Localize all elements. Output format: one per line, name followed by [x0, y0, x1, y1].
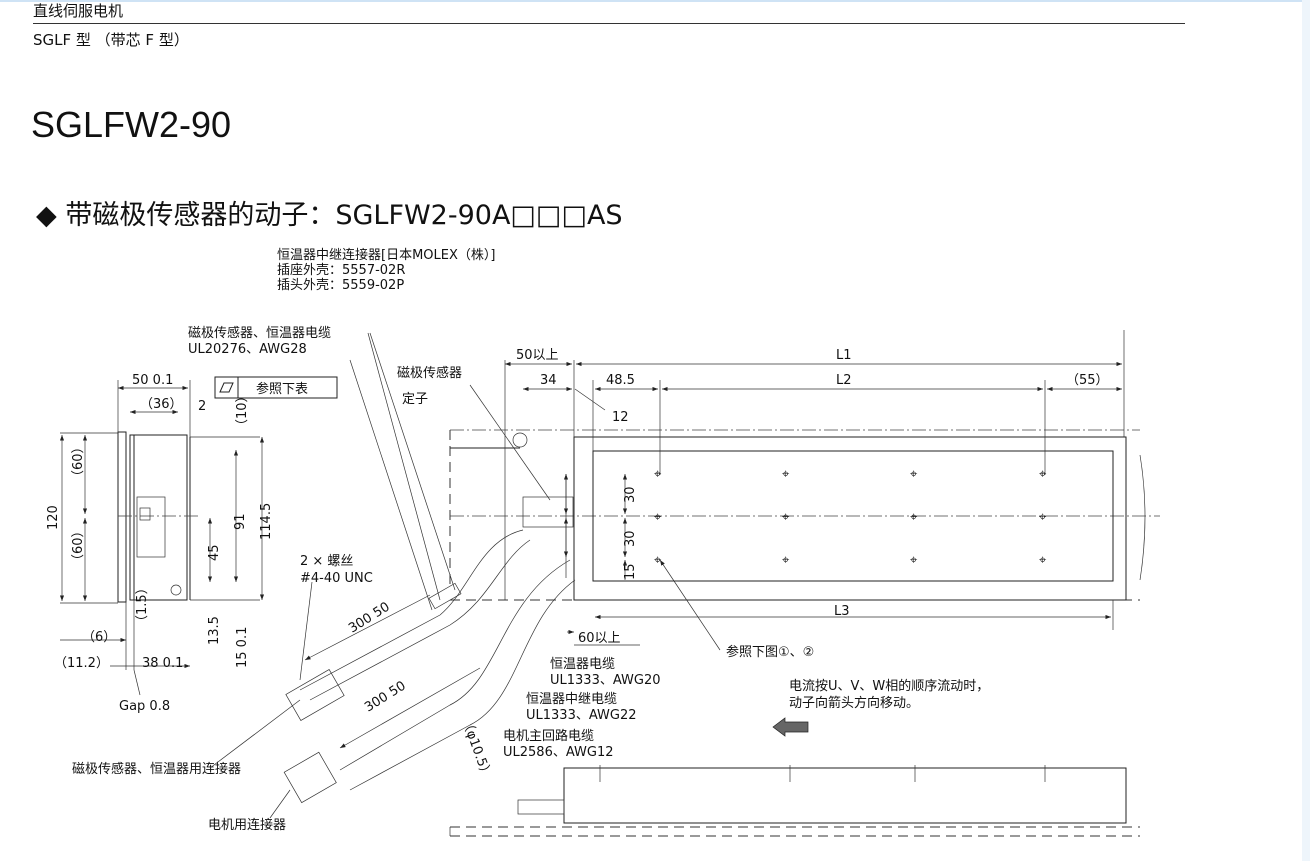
svg-text:⌖: ⌖ — [910, 553, 918, 568]
svg-text:UL20276、AWG28: UL20276、AWG28 — [188, 342, 307, 357]
svg-text:L3: L3 — [834, 604, 850, 619]
svg-text:L2: L2 — [836, 373, 852, 388]
sensor-connector-label: 磁极传感器、恒温器用连接器 — [72, 761, 241, 777]
svg-text:插头外壳：5559-02P: 插头外壳：5559-02P — [277, 278, 404, 293]
svg-text:（36）: （36） — [140, 397, 183, 412]
top-border — [0, 0, 1310, 2]
relay-connector — [428, 582, 462, 610]
svg-text:恒温器中继连接器[日本MOLEX（株）]: 恒温器中继连接器[日本MOLEX（株）] — [277, 247, 495, 263]
svg-text:动子向箭头方向移动。: 动子向箭头方向移动。 — [789, 695, 919, 711]
header-series: SGLF 型 （带芯 F 型） — [33, 31, 189, 49]
svg-text:30: 30 — [623, 486, 638, 503]
svg-text:UL2586、AWG12: UL2586、AWG12 — [503, 745, 614, 760]
thermo-relay-cable-callout: 恒温器中继电缆 UL1333、AWG22 — [526, 691, 637, 723]
svg-text:UL1333、AWG20: UL1333、AWG20 — [550, 673, 661, 688]
direction-arrow-icon — [772, 717, 809, 737]
section-title: ◆ 带磁极传感器的动子：SGLFW2-90A□□□AS — [36, 200, 623, 231]
svg-text:（60）: （60） — [71, 440, 86, 483]
see-figure-label: 参照下图①、② — [726, 644, 814, 660]
svg-text:60以上: 60以上 — [578, 631, 621, 646]
screws-callout: 2 × 螺丝 #4-40 UNC — [300, 554, 373, 586]
pole-sensor-label: 磁极传感器 — [397, 365, 462, 381]
svg-text:电机主回路电缆: 电机主回路电缆 — [503, 728, 594, 744]
svg-text:34: 34 — [540, 373, 557, 388]
relay-connector-callout: 恒温器中继连接器[日本MOLEX（株）] 插座外壳：5557-02R 插头外壳：… — [277, 247, 495, 293]
right-border — [1302, 0, 1310, 861]
motor-connector-label: 电机用连接器 — [208, 817, 286, 833]
svg-text:2: 2 — [198, 399, 206, 414]
header-rule — [33, 23, 1185, 24]
svg-text:12: 12 — [612, 410, 629, 425]
top-view: ⌖ ⌖ ⌖ ⌖ ⌖ ⌖ ⌖ ⌖ ⌖ ⌖ ⌖ ⌖ — [449, 330, 1160, 651]
svg-text:2 × 螺丝: 2 × 螺丝 — [300, 554, 353, 569]
svg-text:⌖: ⌖ — [782, 553, 790, 568]
side-view-dimensions: 50 0.1 （36） 2 （10） 120 （60） （60） 91 114.… — [46, 373, 274, 671]
svg-text:⌖: ⌖ — [910, 510, 918, 525]
cables — [133, 332, 576, 819]
stator-label: 定子 — [402, 392, 428, 407]
side-view — [59, 380, 265, 670]
svg-text:⌖: ⌖ — [654, 467, 662, 482]
motor-connector — [283, 751, 337, 804]
svg-text:恒温器电缆: 恒温器电缆 — [550, 656, 615, 672]
svg-text:50以上: 50以上 — [516, 348, 559, 363]
header-category: 直线伺服电机 — [33, 2, 124, 20]
svg-text:恒温器中继电缆: 恒温器中继电缆 — [526, 691, 617, 707]
svg-text:⌖: ⌖ — [782, 510, 790, 525]
svg-text:（60）: （60） — [71, 524, 86, 567]
svg-text:（6）: （6） — [82, 630, 116, 645]
svg-text:（1.5）: （1.5） — [135, 581, 150, 628]
top-view-dimensions: 50以上 34 48.5 12 L1 L2 （55） L3 30 30 15 6… — [516, 348, 1109, 646]
mounting-holes: ⌖ ⌖ ⌖ ⌖ ⌖ ⌖ ⌖ ⌖ ⌖ ⌖ ⌖ ⌖ — [654, 467, 1047, 568]
svg-text:48.5: 48.5 — [606, 373, 635, 388]
svg-text:114.5: 114.5 — [259, 503, 274, 540]
svg-text:⌖: ⌖ — [910, 467, 918, 482]
svg-text:⌖: ⌖ — [654, 553, 662, 568]
sensor-cable-callout: 磁极传感器、恒温器电缆 UL20276、AWG28 — [188, 325, 331, 357]
svg-text:300 50: 300 50 — [362, 679, 409, 716]
svg-text:38 0.1: 38 0.1 — [142, 656, 183, 671]
svg-text:15: 15 — [623, 563, 638, 580]
svg-text:30: 30 — [623, 530, 638, 547]
main-cable-callout: 电机主回路电缆 UL2586、AWG12 — [503, 728, 614, 760]
svg-text:UL1333、AWG22: UL1333、AWG22 — [526, 708, 637, 723]
svg-text:120: 120 — [46, 505, 61, 530]
svg-text:13.5: 13.5 — [207, 616, 222, 645]
cable-dimensions: 300 50 300 50 （φ10.5） — [346, 600, 494, 782]
flatness-icon — [219, 382, 234, 393]
svg-text:（11.2）: （11.2） — [54, 656, 109, 671]
svg-text:⌖: ⌖ — [1039, 467, 1047, 482]
sensor-connector — [285, 669, 345, 721]
svg-text:#4-40 UNC: #4-40 UNC — [300, 571, 373, 586]
svg-text:L1: L1 — [836, 348, 852, 363]
direction-note: 电流按U、V、W相的顺序流动时， 动子向箭头方向移动。 — [789, 678, 989, 711]
svg-text:（55）: （55） — [1066, 373, 1109, 388]
svg-text:15 0.1: 15 0.1 — [235, 627, 250, 668]
svg-text:（φ10.5）: （φ10.5） — [458, 716, 494, 781]
svg-text:磁极传感器、恒温器电缆: 磁极传感器、恒温器电缆 — [188, 325, 331, 341]
svg-text:插座外壳：5557-02R: 插座外壳：5557-02R — [277, 263, 405, 278]
svg-text:⌖: ⌖ — [1039, 510, 1047, 525]
model-title: SGLFW2-90 — [31, 104, 232, 145]
svg-text:45: 45 — [207, 544, 222, 561]
thermo-cable-callout: 恒温器电缆 UL1333、AWG20 — [550, 656, 661, 688]
svg-text:⌖: ⌖ — [654, 510, 662, 525]
svg-text:91: 91 — [233, 513, 248, 530]
svg-text:⌖: ⌖ — [782, 467, 790, 482]
svg-text:50 0.1: 50 0.1 — [132, 373, 173, 388]
svg-text:（10）: （10） — [235, 389, 250, 432]
flatness-box: 参照下表 — [214, 376, 338, 399]
svg-text:电流按U、V、W相的顺序流动时，: 电流按U、V、W相的顺序流动时， — [789, 678, 989, 694]
svg-text:参照下表: 参照下表 — [256, 381, 308, 397]
gap-label: Gap 0.8 — [119, 699, 170, 714]
svg-text:⌖: ⌖ — [1039, 553, 1047, 568]
front-view — [449, 765, 1140, 837]
